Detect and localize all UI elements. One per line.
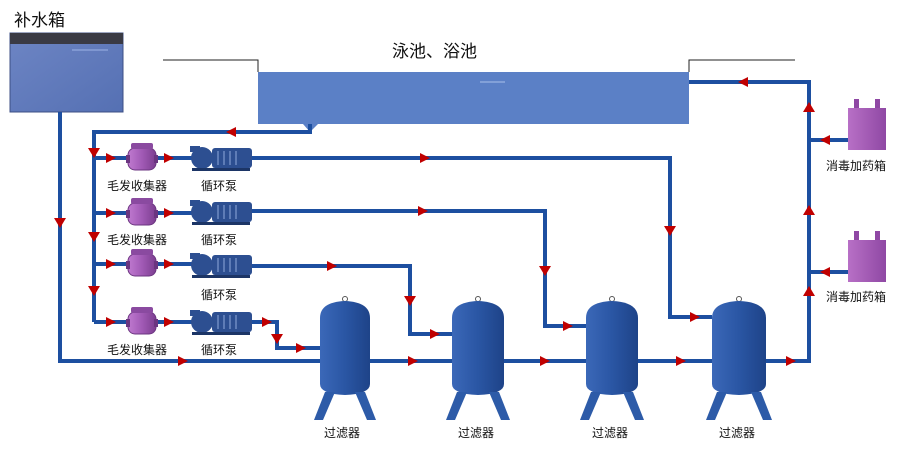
flow-arrow-icon [676,356,686,366]
flow-arrow-icon [803,205,815,215]
hair-collector-1 [126,143,158,171]
flow-arrow-icon [178,356,188,366]
flow-arrow-icon [539,266,551,276]
flow-arrow-icon [88,286,100,296]
flow-arrow-icon [262,317,272,327]
circulation-pump-3 [190,253,252,278]
flow-arrow-icon [296,343,306,353]
flow-arrow-icon [106,259,116,269]
dosing-tank-1 [848,99,886,150]
pump-label-3: 循环泵 [201,288,237,302]
hair-collector-4 [126,307,158,335]
flow-arrow-icon [404,296,416,306]
flow-arrow-icon [408,356,418,366]
pool-label: 泳池、浴池 [392,42,477,62]
filter-label-1: 过滤器 [324,426,360,440]
filter-vessel-2 [446,296,510,420]
circulation-pump-2 [190,200,252,225]
flow-arrow-icon [738,77,748,87]
flow-arrow-icon [820,135,830,145]
filter-vessel-1 [314,296,376,420]
hair-collector-label-2: 毛发收集器 [107,232,167,247]
flow-arrow-icon [106,208,116,218]
hair-collector-3 [126,249,158,277]
flow-arrow-icon [164,208,174,218]
flow-arrow-icon [690,312,700,322]
flow-arrow-icon [54,218,66,228]
flow-arrow-icon [106,153,116,163]
flow-arrow-icon [164,153,174,163]
pump-label-2: 循环泵 [201,233,237,247]
flow-arrow-icon [563,321,573,331]
flow-arrow-icon [430,329,440,339]
flow-arrow-icon [164,259,174,269]
flow-arrow-icon [106,317,116,327]
flow-arrow-icon [327,261,337,271]
flow-arrow-icon [271,334,283,344]
filter-label-4: 过滤器 [719,426,755,440]
flow-arrow-icon [664,226,676,236]
filter-label-2: 过滤器 [458,426,494,440]
flow-arrow-icon [88,232,100,242]
circulation-pump-4 [190,310,252,335]
flow-arrow-icon [226,127,236,137]
flow-arrows [54,77,830,366]
circulation-pump-1 [190,146,252,171]
flow-arrow-icon [786,356,796,366]
flow-arrow-icon [420,153,430,163]
flow-arrow-icon [540,356,550,366]
hair-collector-label-1: 毛发收集器 [107,178,167,193]
flow-arrow-icon [88,148,100,158]
makeup-tank-label: 补水箱 [14,11,65,31]
filter-label-3: 过滤器 [592,426,628,440]
filter-vessel-3 [580,296,644,420]
flow-arrow-icon [803,102,815,112]
pump-label-1: 循环泵 [201,179,237,193]
flow-arrow-icon [164,317,174,327]
hair-collector-2 [126,198,158,226]
dosing-tank-label-2: 消毒加药箱 [826,289,886,304]
dosing-tank-label-1: 消毒加药箱 [826,158,886,173]
filter-vessel-4 [706,296,772,420]
pump-label-4: 循环泵 [201,343,237,357]
pool [163,59,795,132]
hair-collector-label-4: 毛发收集器 [107,342,167,357]
flow-arrow-icon [820,267,830,277]
makeup-tank [9,32,124,113]
flow-arrow-icon [418,206,428,216]
dosing-tank-2 [848,231,886,282]
flow-arrow-icon [803,286,815,296]
